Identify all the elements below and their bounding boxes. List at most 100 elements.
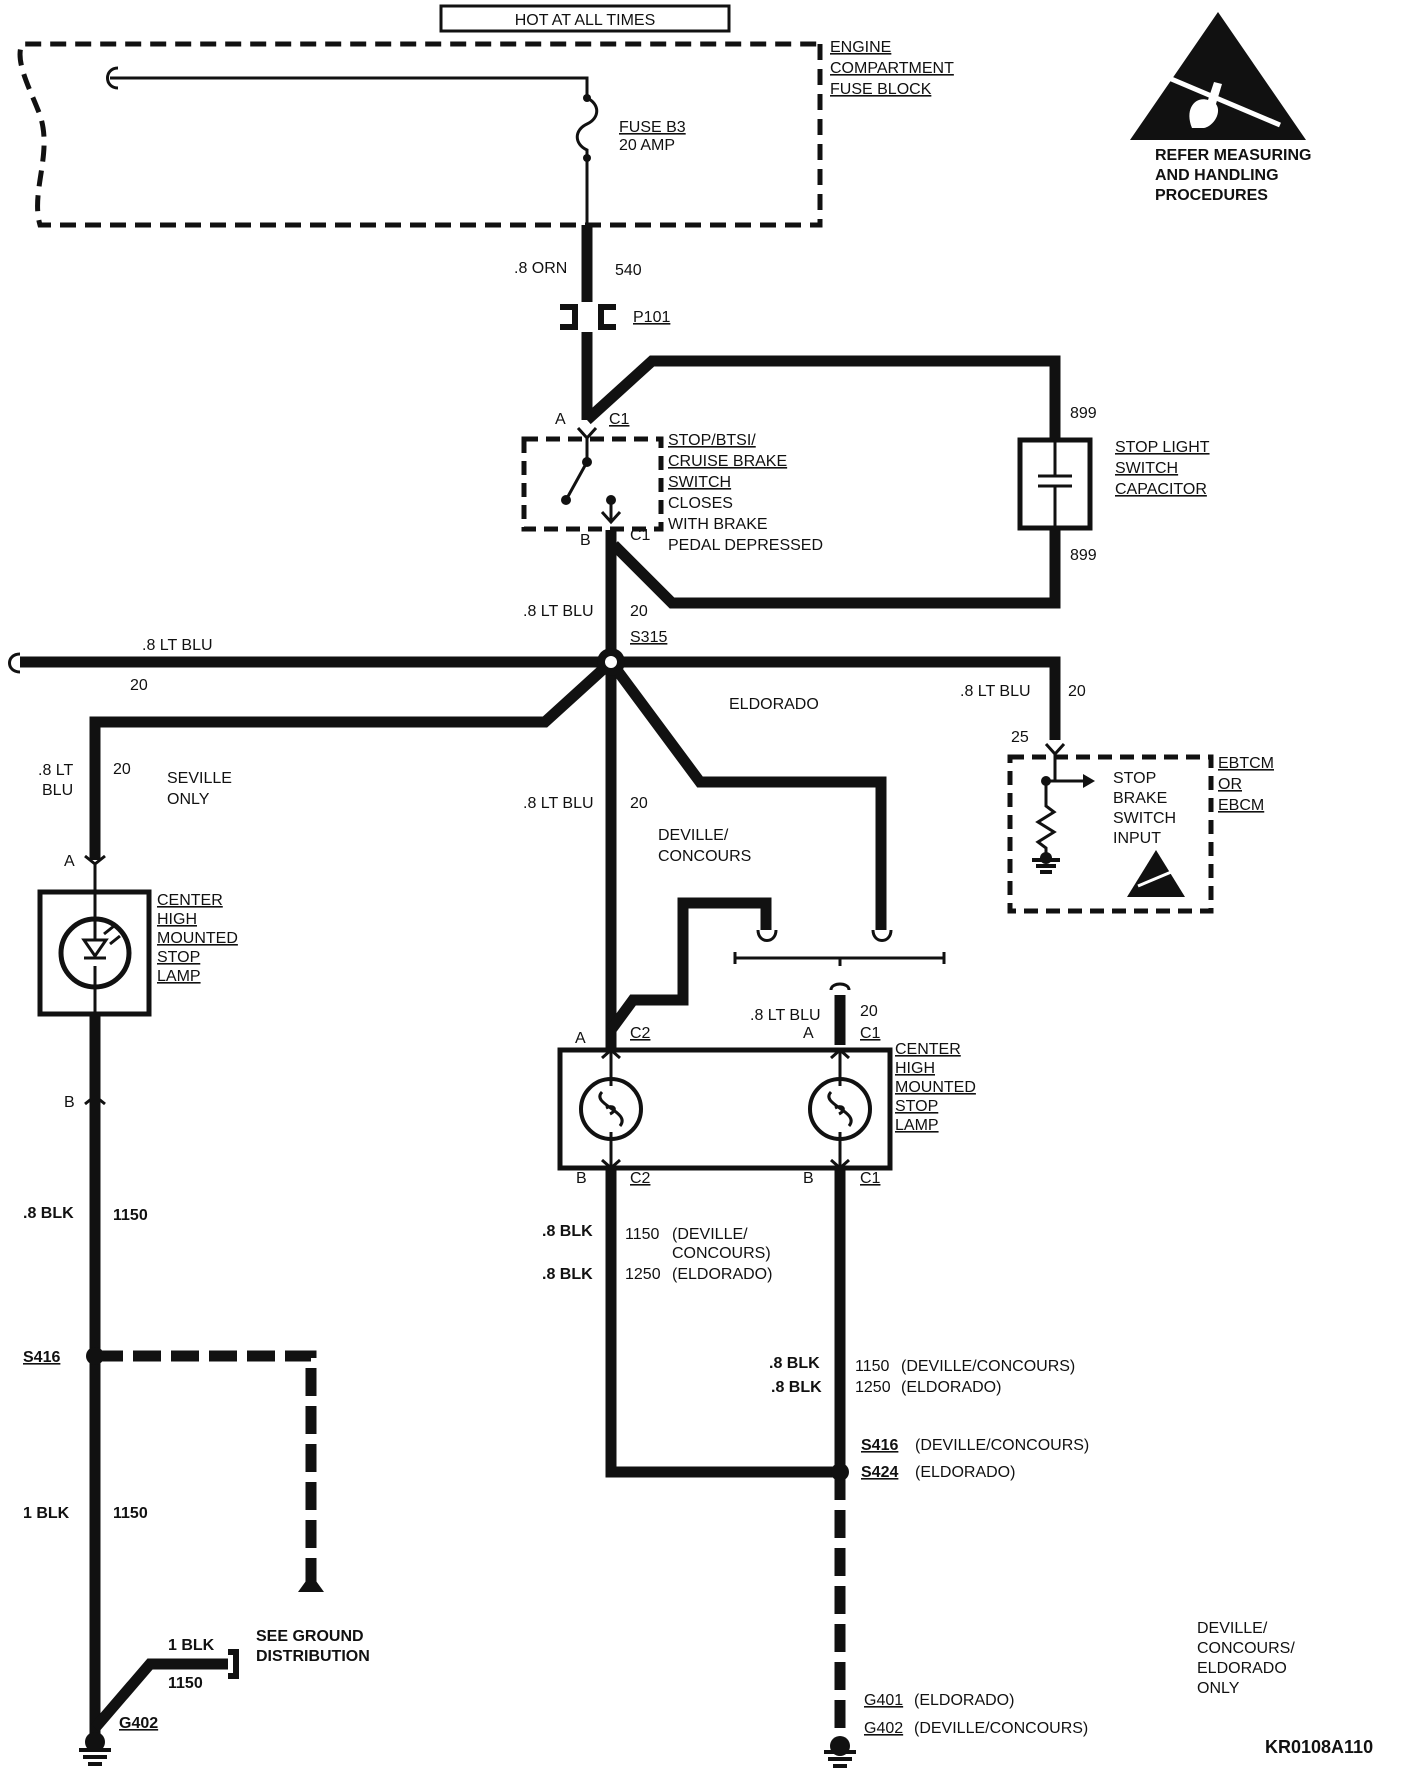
ground-left-gauge-2: .8 BLK: [542, 1266, 593, 1283]
fuse-name: FUSE B3: [619, 119, 686, 136]
splice-s424-desc: (ELDORADO): [915, 1464, 1015, 1481]
brake-switch-pin-a: A: [555, 411, 566, 428]
wire-seville-see-ground: [95, 1350, 317, 1588]
wire-seville-branch: [89, 657, 615, 860]
capacitor-name-line1: STOP LIGHT: [1115, 439, 1210, 456]
dual-lamp-conn-c2-bottom: C2: [630, 1170, 651, 1187]
see-ground-arrowhead: [298, 1574, 324, 1592]
esd-warning-icon: [1130, 12, 1306, 140]
wire-seville-stub-end: [228, 1649, 239, 1679]
wire-center-gauge: .8 LT BLU: [523, 795, 594, 812]
wire-eldorado-branch: [606, 658, 887, 930]
seville-ground-circuit: 1150: [113, 1207, 148, 1224]
ebtcm-input-line3: SWITCH: [1113, 810, 1176, 827]
ground-right-circuit-2: 1250: [855, 1379, 891, 1396]
seville-lamp-bulb-icon: [58, 892, 132, 1014]
seville-ground-circuit-2: 1150: [113, 1505, 148, 1522]
ebtcm-input-line4: INPUT: [1113, 830, 1161, 847]
wire-orn-circuit: 540: [615, 262, 642, 279]
ground-right-desc-2: (ELDORADO): [901, 1379, 1001, 1396]
option-bus-line: [733, 952, 946, 966]
ground-right-circuit-1: 1150: [855, 1358, 890, 1375]
ground-left-desc-2: (ELDORADO): [672, 1266, 772, 1283]
ground-right-desc-1: (DEVILLE/CONCOURS): [901, 1358, 1075, 1375]
dual-lamp-pin-b-left: B: [576, 1170, 587, 1187]
seville-lamp-pin-a: A: [64, 853, 75, 870]
wire-dual-left-ground: [605, 1170, 840, 1478]
brake-switch-name-line1: STOP/BTSI/: [668, 432, 756, 449]
hot-at-all-times-box: [439, 4, 731, 33]
fuse-symbol: [575, 96, 599, 158]
brake-switch-pin-b: B: [580, 532, 591, 549]
wire-left-branch-circuit: 20: [130, 677, 148, 694]
ground-left-desc-1b: CONCOURS): [672, 1245, 771, 1262]
dual-lamp-pin-b-right: B: [803, 1170, 814, 1187]
ground-left-desc-1: (DEVILLE/: [672, 1226, 748, 1243]
brake-switch-conn-c1-top: C1: [609, 411, 630, 428]
dual-lamp-name-line2: HIGH: [895, 1060, 935, 1077]
variant-seville-line1: SEVILLE: [167, 770, 232, 787]
seville-ground-gauge-2: 1 BLK: [23, 1505, 70, 1522]
dual-lamp-name-line1: CENTER: [895, 1041, 961, 1058]
fuse-bus-hook: [106, 66, 119, 90]
wire-seville-circuit: 20: [113, 761, 131, 778]
ground-g402-label: G402: [864, 1720, 903, 1737]
capacitor-name-line2: SWITCH: [1115, 460, 1178, 477]
brake-switch-name-line2: CRUISE BRAKE: [668, 453, 787, 470]
dual-lamp-bulb-right: [808, 1047, 872, 1171]
wire-blu-main-gauge: .8 LT BLU: [523, 603, 594, 620]
dual-lamp-name-line4: STOP: [895, 1098, 938, 1115]
seville-ground-g402: G402: [119, 1715, 158, 1732]
dual-lamp-name-line3: MOUNTED: [895, 1079, 976, 1096]
ebtcm-terminal: [1044, 742, 1066, 782]
ebtcm-name-line2: OR: [1218, 776, 1242, 793]
wire-899-top: [583, 355, 1061, 440]
wire-seville-stub: [90, 1658, 228, 1732]
ground-g402-desc: (DEVILLE/CONCOURS): [914, 1720, 1088, 1737]
diagram-id: KR0108A110: [1265, 1737, 1373, 1757]
ground-left-circuit-2: 1250: [625, 1266, 661, 1283]
ground-g402-seville-symbol: [79, 1748, 111, 1766]
wire-899-bottom: [610, 528, 1061, 609]
seville-lamp-name-line4: STOP: [157, 949, 200, 966]
wire-seville-gauge-line1: .8 LT: [38, 762, 74, 779]
esd-notice-line3: PROCEDURES: [1155, 187, 1268, 204]
ebtcm-name-line1: EBTCM: [1218, 755, 1274, 772]
ebtcm-housing: [1007, 754, 1214, 914]
brake-switch-desc-line2: WITH BRAKE: [668, 516, 768, 533]
dual-lamp-conn-c1-bottom: C1: [860, 1170, 881, 1187]
footer-variant-line2: CONCOURS/: [1197, 1640, 1295, 1657]
brake-switch-terminal-bottom: [600, 500, 622, 525]
splice-s315-label: S315: [630, 629, 667, 646]
hot-at-all-times-label: HOT AT ALL TIMES: [515, 12, 656, 29]
wire-center-circuit: 20: [630, 795, 648, 812]
brake-switch-housing: [521, 436, 664, 532]
brake-switch-contact-pivot: [561, 495, 571, 505]
splice-s315-dot-center: [605, 656, 617, 668]
variant-seville-line2: ONLY: [167, 791, 210, 808]
dual-lamp-conn-c2-top: C2: [630, 1025, 651, 1042]
wire-c1-feed-hook: [829, 982, 851, 991]
wire-blu-main-circuit: 20: [630, 603, 648, 620]
fuse-bus-line: [110, 76, 589, 98]
ground-left-gauge-1: .8 BLK: [542, 1223, 593, 1240]
ground-g401-label: G401: [864, 1692, 903, 1709]
variant-eldorado: ELDORADO: [729, 696, 819, 713]
splice-s416-s424-dot: [831, 1463, 849, 1481]
splice-s424-label: S424: [861, 1464, 898, 1481]
esd-notice-line2: AND HANDLING: [1155, 167, 1279, 184]
wire-blu-bus: [20, 656, 1061, 740]
ebtcm-input-line2: BRAKE: [1113, 790, 1167, 807]
dual-lamp-bulb-left: [579, 1047, 643, 1171]
fuse-block-name-line3: FUSE BLOCK: [830, 81, 932, 98]
variant-deville-line1: DEVILLE/: [658, 827, 729, 844]
wire-899-bottom-label: 899: [1070, 547, 1097, 564]
ebtcm-pin: 25: [1011, 729, 1029, 746]
wire-c1-gauge: .8 LT BLU: [750, 1007, 821, 1024]
wire-c1-circuit: 20: [860, 1003, 878, 1020]
dual-lamp-name-line5: LAMP: [895, 1117, 939, 1134]
wire-right-branch-gauge: .8 LT BLU: [960, 683, 1031, 700]
wire-blu-bus-hook: [8, 652, 21, 674]
ground-g401-g402-symbol: [824, 1750, 856, 1768]
